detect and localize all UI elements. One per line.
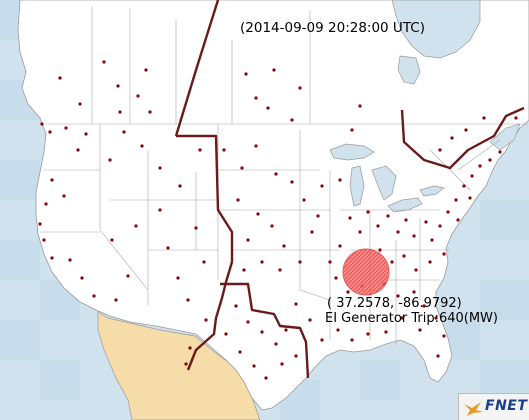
hudson-bay bbox=[391, 0, 481, 59]
fnet-logo: FNET bbox=[458, 393, 529, 420]
interconnection-boundaries bbox=[174, 0, 525, 379]
timestamp-label: (2014-09-09 20:28:00 UTC) bbox=[240, 20, 425, 36]
great-lakes bbox=[329, 143, 445, 213]
gulf-of-st-lawrence bbox=[489, 123, 521, 151]
event-description: EI Generator Trip:640(MW) bbox=[325, 311, 498, 326]
political-borders bbox=[40, 6, 528, 345]
logo-text: FNET bbox=[485, 398, 528, 414]
event-coordinates: ( 37.2578, -86.9792) bbox=[327, 296, 462, 311]
james-bay bbox=[397, 55, 421, 85]
monitor-points bbox=[38, 60, 518, 380]
north-america-landmass bbox=[17, 0, 529, 411]
event-marker[interactable] bbox=[342, 248, 390, 296]
bird-icon bbox=[464, 402, 483, 416]
